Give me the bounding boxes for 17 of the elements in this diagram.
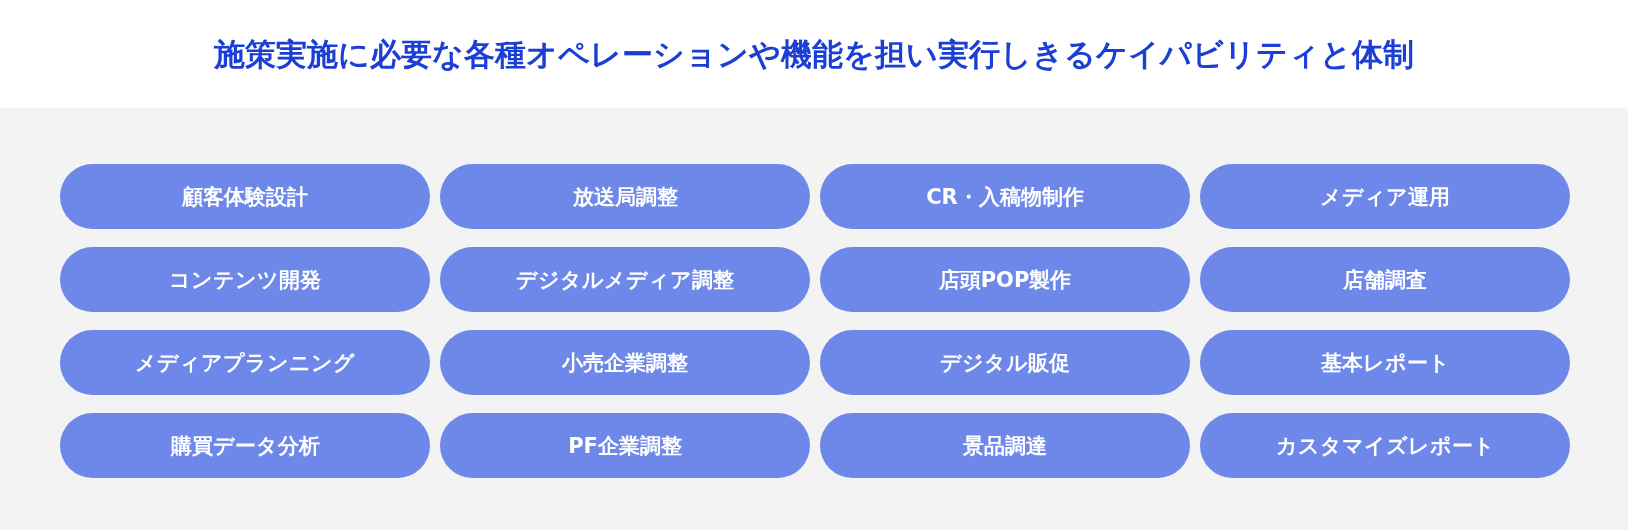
capability-pill: CR・入稿物制作 (820, 164, 1190, 229)
capability-pill: メディア運用 (1200, 164, 1570, 229)
capability-pill: 店舗調査 (1200, 247, 1570, 312)
capability-pill: 購買データ分析 (60, 413, 430, 478)
capability-pill: 景品調達 (820, 413, 1190, 478)
capability-pill: 店頭POP製作 (820, 247, 1190, 312)
capability-pill: 基本レポート (1200, 330, 1570, 395)
capability-pill: カスタマイズレポート (1200, 413, 1570, 478)
capability-pill: コンテンツ開発 (60, 247, 430, 312)
capability-pill: 顧客体験設計 (60, 164, 430, 229)
capability-pill: 小売企業調整 (440, 330, 810, 395)
title: 施策実施に必要な各種オペレーションや機能を担い実行しきるケイパビリティと体制 (212, 35, 1415, 74)
capability-pill: デジタルメディア調整 (440, 247, 810, 312)
capability-pill: メディアプランニング (60, 330, 430, 395)
capability-pill: デジタル販促 (820, 330, 1190, 395)
capability-pill: PF企業調整 (440, 413, 810, 478)
capability-pill: 放送局調整 (440, 164, 810, 229)
